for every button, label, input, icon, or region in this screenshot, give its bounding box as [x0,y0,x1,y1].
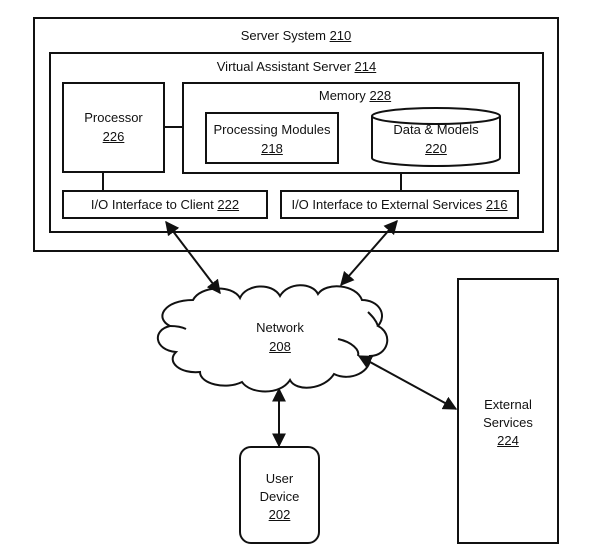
processing-modules-box [205,112,339,164]
user-device-box [239,446,320,544]
processing-modules-label: Processing Modules 218 [205,122,339,157]
data-models-cylinder [371,107,501,167]
processing-modules-ref: 218 [261,141,283,156]
server-system-name: Server System [240,28,326,43]
server-system-box [33,17,559,252]
user-device-name-line1: User [265,471,294,486]
io-external-ref: 216 [485,197,508,212]
virtual-assistant-server-label: Virtual Assistant Server 214 [49,59,544,75]
io-external-name: I/O Interface to External Services [291,197,483,212]
server-system-ref: 210 [329,28,352,43]
processor-box [62,82,165,173]
io-client-ref: 222 [217,197,240,212]
user-device-name-line2: Device [259,489,300,504]
external-services-box [457,278,559,544]
processor-ref: 226 [102,129,125,144]
cloud-curl [367,311,379,327]
memory-ref: 228 [369,88,392,103]
memory-box [182,82,520,174]
processing-modules-name: Processing Modules [213,122,331,137]
external-services-label: External Services 224 [457,397,559,449]
server-system-label: Server System 210 [33,28,559,44]
external-services-name-line2: Services [483,415,533,430]
io-external-box [280,190,519,219]
external-services-name-line1: External [484,397,532,412]
memory-name: Memory [318,88,366,103]
virtual-assistant-server-box [49,52,544,233]
cloud-curl [169,325,187,330]
user-device-ref: 202 [268,507,291,522]
virtual-assistant-server-ref: 214 [354,59,377,74]
data-models-label: Data & Models 220 [372,122,500,157]
external-services-ref: 224 [497,433,519,448]
network-label: Network 208 [230,320,330,355]
arrow-io-client-network [165,220,221,295]
memory-label: Memory 228 [300,88,410,104]
user-device-label: User Device 202 [240,471,319,523]
arrow-network-external-services [357,355,458,410]
io-client-name: I/O Interface to Client [90,197,214,212]
io-client-label: I/O Interface to Client 222 [62,197,268,213]
io-client-box [62,190,268,219]
network-ref: 208 [269,339,291,354]
processor-name: Processor [84,110,143,125]
network-name: Network [256,320,304,335]
processor-label: Processor 226 [62,110,165,145]
data-models-ref: 220 [425,141,447,156]
data-models-name: Data & Models [393,122,479,137]
network-cloud [157,284,389,393]
io-external-label: I/O Interface to External Services 216 [280,197,519,213]
virtual-assistant-server-name: Virtual Assistant Server [216,59,351,74]
cloud-curl [337,338,360,357]
